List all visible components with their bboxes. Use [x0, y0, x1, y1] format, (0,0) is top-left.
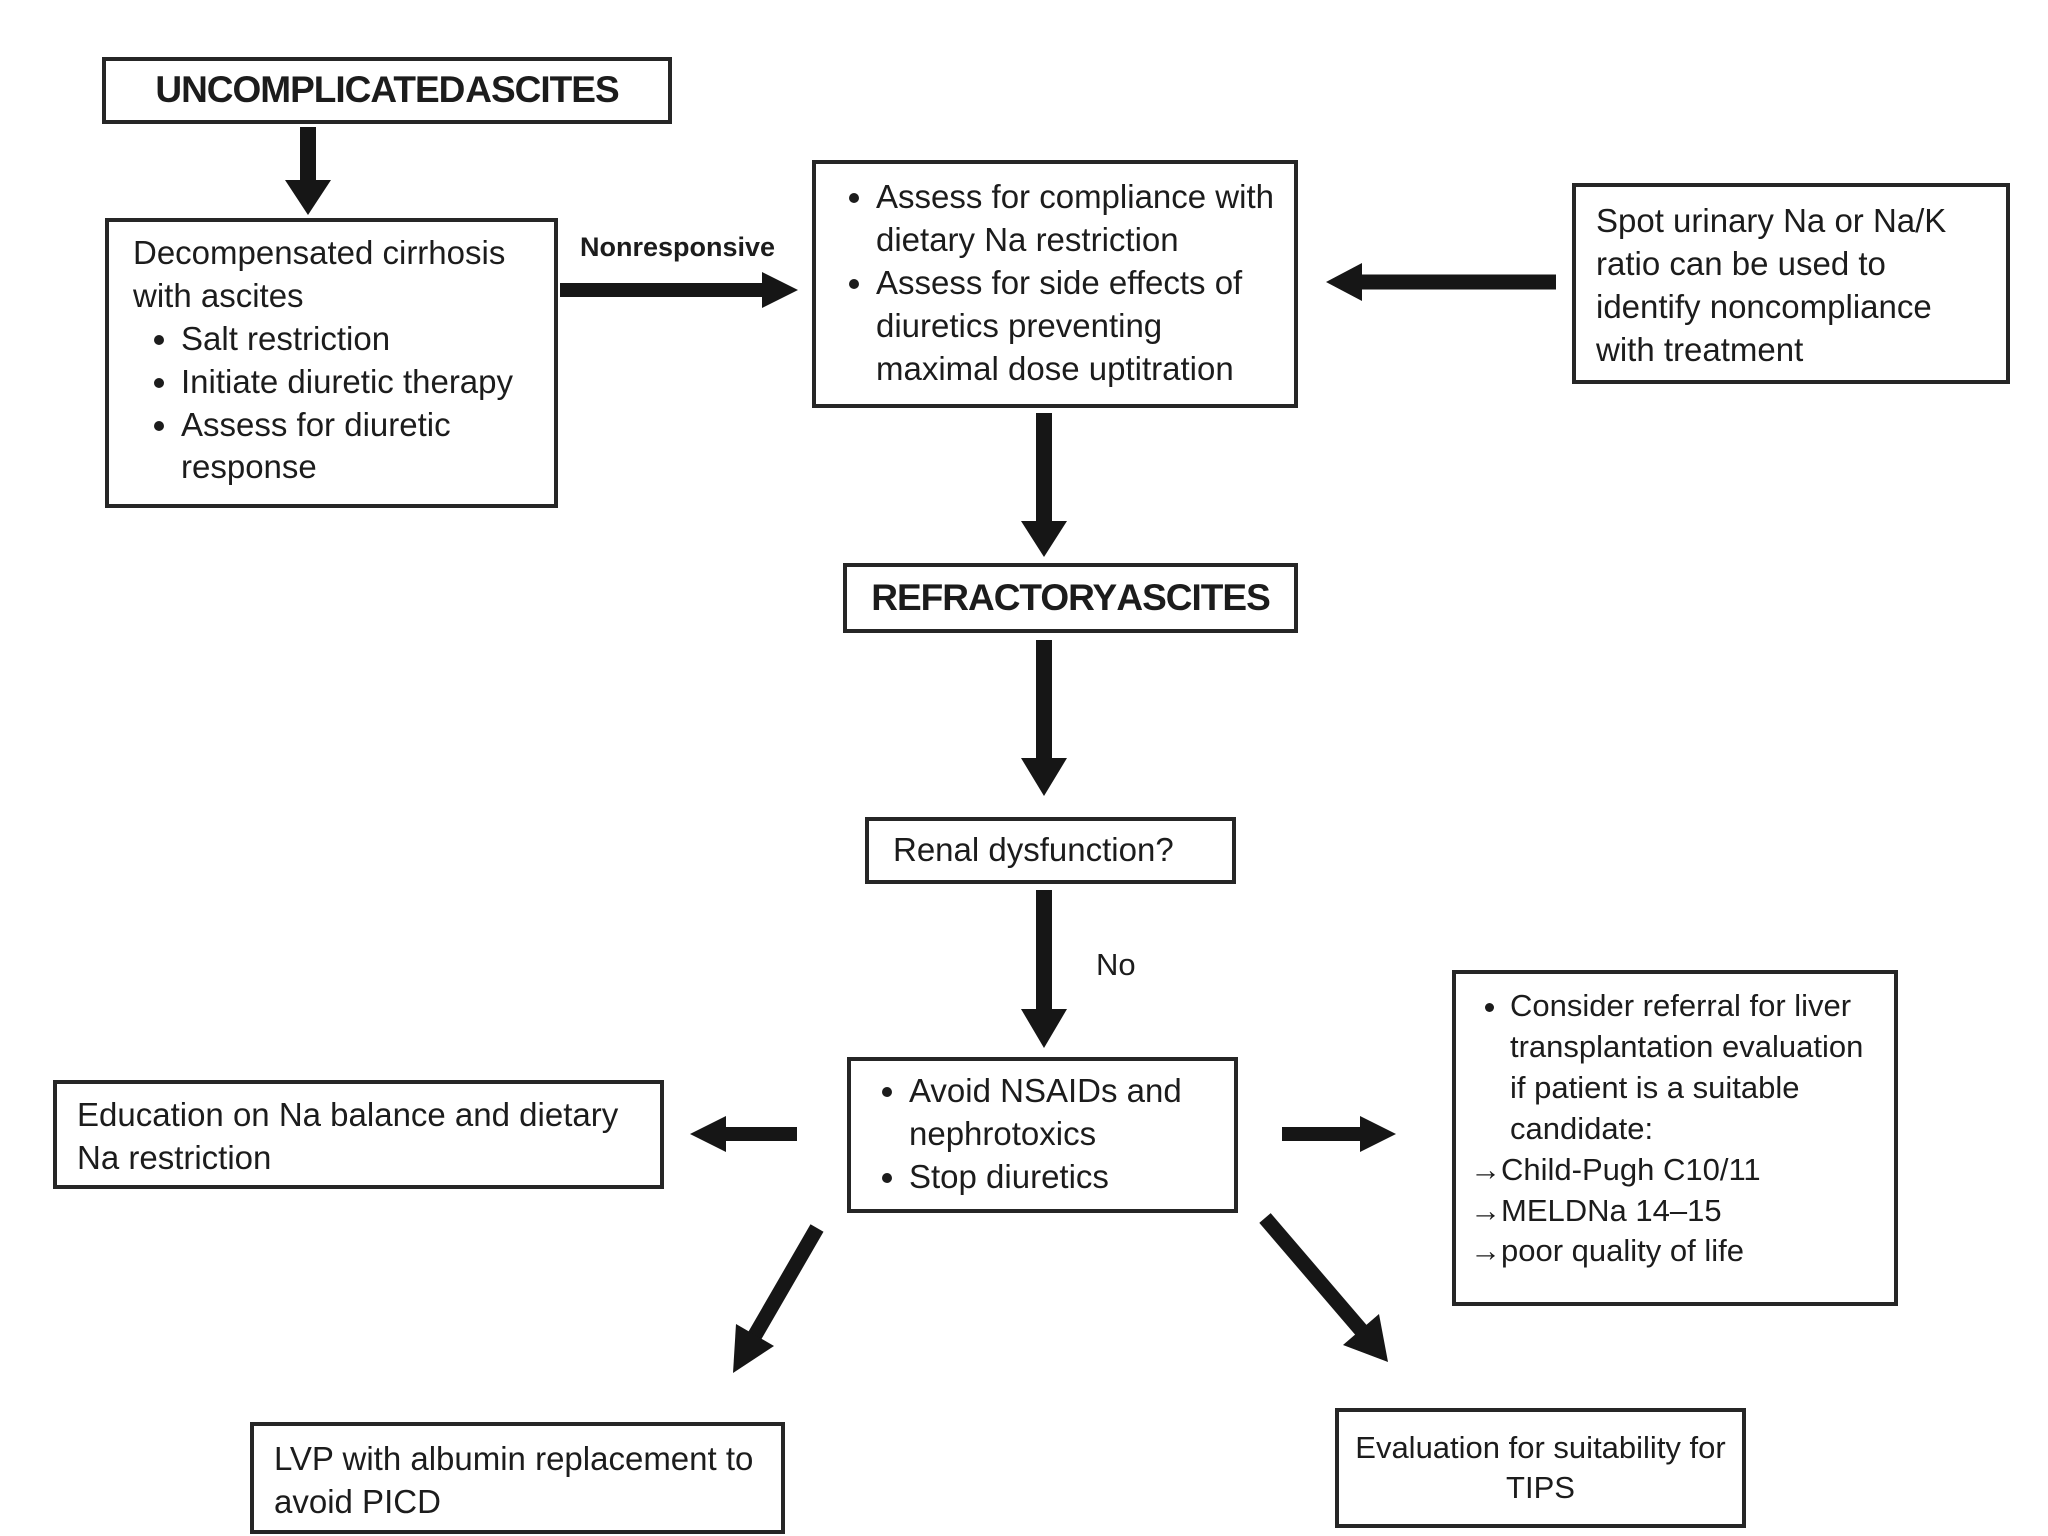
arrow-spot-urinary-to-assess — [1326, 263, 1556, 301]
list-item: Avoid NSAIDs and nephrotoxics — [909, 1070, 1226, 1156]
node-decompensated-intro: Decompensated cirrhosis with ascites — [133, 234, 506, 314]
transplant-bullet-list: Consider referral for liver transplantat… — [1470, 986, 1882, 1150]
list-item: Assess for diuretic response — [181, 404, 536, 490]
edge-label-no: No — [1096, 947, 1136, 982]
node-transplant-referral: Consider referral for liver transplantat… — [1452, 970, 1898, 1306]
node-education-na-text: Education on Na balance and dietary Na r… — [77, 1096, 619, 1176]
node-assess-compliance: Assess for compliance with dietary Na re… — [812, 160, 1298, 408]
node-tips-evaluation: Evaluation for suitability for TIPS — [1335, 1408, 1746, 1528]
arrow-avoid-to-transplant — [1282, 1116, 1396, 1152]
node-refractory-ascites-label: REFRACTORY ASCITES — [871, 576, 1270, 618]
arrow-assess-to-refractory — [1021, 413, 1067, 557]
list-item: Initiate diuretic therapy — [181, 361, 536, 404]
arrow-nonresponsive-to-assess — [560, 272, 798, 308]
list-item: Assess for side effects of diuretics pre… — [876, 262, 1282, 391]
node-refractory-ascites: REFRACTORY ASCITES — [843, 563, 1298, 633]
assess-bullet-list: Assess for compliance with dietary Na re… — [830, 176, 1282, 390]
node-education-na: Education on Na balance and dietary Na r… — [53, 1080, 664, 1189]
node-renal-dysfunction-label: Renal dysfunction? — [893, 831, 1174, 869]
decompensated-bullet-list: Salt restriction Initiate diuretic thera… — [133, 318, 536, 490]
arrow-refractory-to-renal — [1021, 640, 1067, 796]
arrow-avoid-to-education — [690, 1116, 797, 1152]
list-item: Consider referral for liver transplantat… — [1510, 986, 1882, 1150]
arrow-uncomplicated-to-decompensated — [285, 127, 331, 215]
node-spot-urinary-text: Spot urinary Na or Na/K ratio can be use… — [1596, 202, 1947, 368]
node-uncomplicated-ascites: UNCOMPLICATED ASCITES — [102, 57, 672, 124]
node-lvp-albumin-text: LVP with albumin replacement to avoid PI… — [274, 1440, 754, 1520]
edge-label-nonresponsive: Nonresponsive — [580, 232, 776, 262]
node-tips-evaluation-text: Evaluation for suitability for TIPS — [1355, 1429, 1726, 1505]
avoid-bullet-list: Avoid NSAIDs and nephrotoxics Stop diure… — [863, 1070, 1226, 1199]
transplant-goal-qol: →poor quality of life — [1470, 1233, 1744, 1269]
node-avoid-nsaids: Avoid NSAIDs and nephrotoxics Stop diure… — [847, 1057, 1238, 1213]
list-item: Salt restriction — [181, 318, 536, 361]
node-renal-dysfunction: Renal dysfunction? — [865, 817, 1236, 884]
list-item: Assess for compliance with dietary Na re… — [876, 176, 1282, 262]
arrow-renal-to-avoid — [1021, 890, 1067, 1048]
transplant-goal-child-pugh: →Child-Pugh C10/11 — [1470, 1151, 1761, 1187]
node-uncomplicated-ascites-label: UNCOMPLICATED ASCITES — [155, 69, 619, 111]
list-item: Stop diuretics — [909, 1156, 1226, 1199]
node-decompensated-cirrhosis: Decompensated cirrhosis with ascites Sal… — [105, 218, 558, 508]
node-spot-urinary: Spot urinary Na or Na/K ratio can be use… — [1572, 183, 2010, 384]
node-lvp-albumin: LVP with albumin replacement to avoid PI… — [250, 1422, 785, 1534]
arrow-avoid-to-tips — [1259, 1213, 1388, 1362]
arrow-avoid-to-lvp — [733, 1224, 824, 1373]
transplant-goal-meldna: →MELDNa 14–15 — [1470, 1192, 1722, 1228]
